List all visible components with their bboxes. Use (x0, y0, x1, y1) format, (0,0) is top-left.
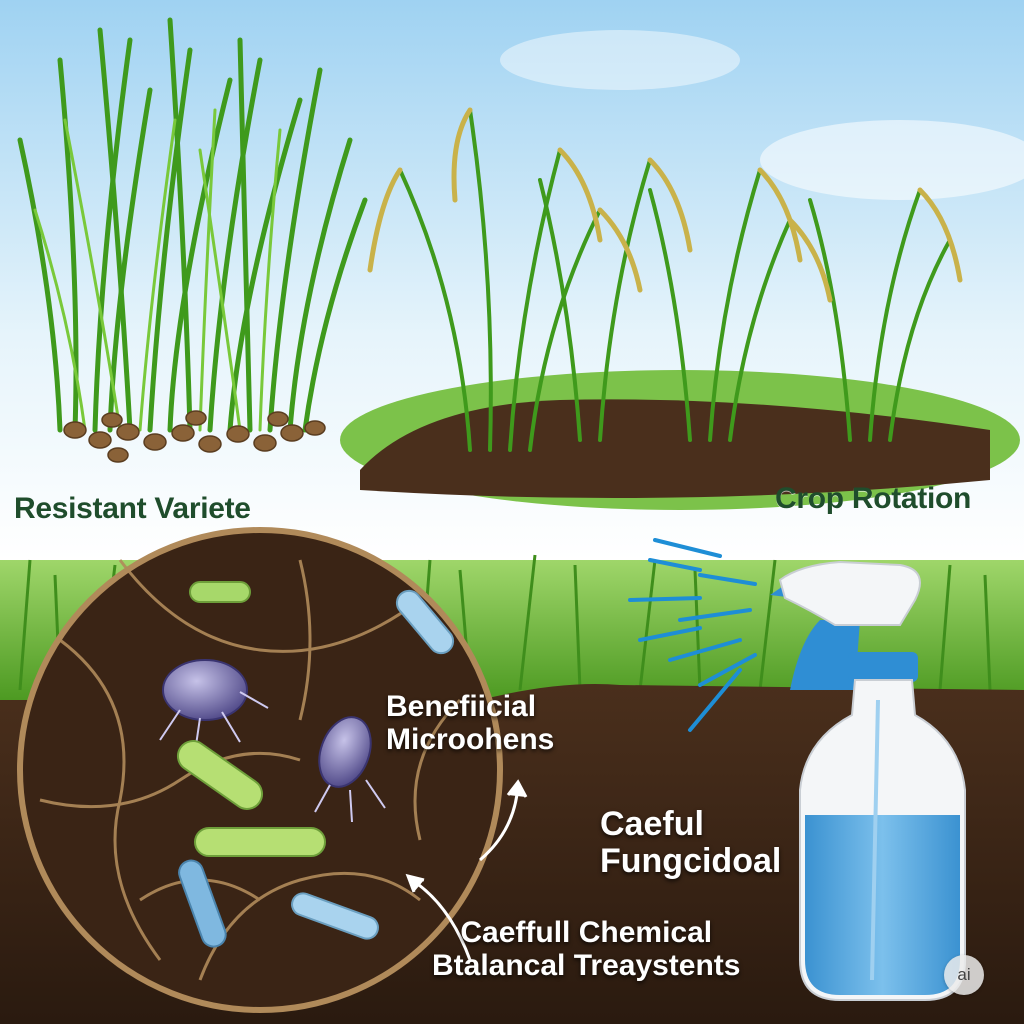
spray-bottle-icon (770, 560, 966, 1001)
rice-panicle (367, 107, 963, 303)
rice-grain-icon (63, 410, 326, 463)
chemical-line2: Btalancal Treaystents (432, 949, 741, 982)
resistant-variety-label: Resistant Variete (14, 492, 251, 525)
fungicide-line1: Caeful (600, 805, 704, 843)
fungicide-label: Caeful Fungcidoal (600, 805, 782, 881)
spray-mist-icon (628, 538, 757, 732)
arrow-icon (405, 779, 528, 961)
cloud (760, 120, 1024, 200)
beneficial-microbes-line1: Benefiicial (386, 690, 537, 723)
soil-zoom-circle (17, 527, 503, 1013)
beneficial-microbes-line2: Microohens (386, 723, 555, 756)
crop-rotation-label: Crop Rotation (775, 482, 972, 515)
rice-plant-icon (17, 17, 368, 433)
chemical-line1: Caeffull Chemical (460, 916, 713, 949)
beneficial-microbes-label: Benefiicial Microohens (386, 690, 554, 756)
cloud (500, 30, 740, 90)
chemical-treatments-label: Caeffull Chemical Btalancal Treaystents (432, 916, 740, 982)
microbe-icon (159, 581, 455, 948)
fungicide-line2: Fungcidoal (600, 842, 782, 881)
rice-plant-icon (398, 108, 952, 452)
field-soil (360, 399, 990, 498)
ai-badge: ai (944, 955, 984, 995)
